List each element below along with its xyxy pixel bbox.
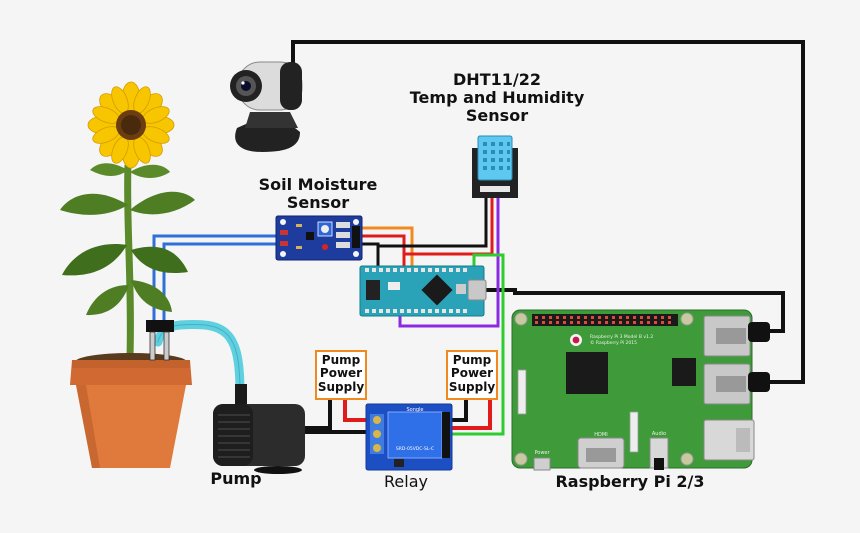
ps-left-black-wire [304,396,332,430]
relay-model-text: SRD-05VDC-SL-C [396,446,434,452]
soil-probe [146,320,174,361]
relay-brand-text: Songle [406,407,423,413]
arduino-nano [359,265,487,317]
sunflower-pot [60,81,195,468]
soil-red-wire [358,234,406,274]
webcam-usb-cable [291,40,805,384]
rpi-hdmi-text: HDMI [594,432,607,438]
dht-label: DHT11/22 Temp and Humidity Sensor [388,71,606,125]
dht-label-line3: Sensor [465,105,529,125]
power-supply-right-line1: Pump [452,353,492,367]
arduino-usb-cable [480,288,785,333]
soil-black-wire [358,242,380,270]
ps-right-red-wire [450,396,492,430]
relay-signal-wire [450,253,505,436]
dht-label-line2: Temp and Humidity [409,87,585,107]
dht-black-wire [376,196,488,248]
soil-probe-wire-2 [162,242,280,322]
relay-label: Relay [370,473,442,491]
ps-left-red-wire [343,396,370,422]
dht-sensor [472,135,518,198]
dht-label-line1: DHT11/22 [453,70,541,89]
power-supply-right-line2: Power [450,366,494,381]
relay-label-text: Relay [384,472,428,491]
soil-sensor-label-line2: Sensor [286,192,350,212]
rpi-audio-text: Audio [652,431,666,437]
soil-sensor-label: Soil Moisture Sensor [244,176,392,212]
soil-orange-wire [358,226,414,272]
soil-sensor-label-line1: Soil Moisture [258,175,378,194]
power-supply-right-line3: Supply [448,379,496,394]
soil-moisture-board [275,215,363,261]
soil-probe-wire-1 [152,234,280,322]
raspberry-pi-label-text: Raspberry Pi 2/3 [555,472,705,491]
ps-right-black-wire [450,396,468,422]
rpi-model-text: Raspberry Pi 3 Model B v1.2 [590,334,653,340]
water-pump [213,384,305,474]
pump-label: Pump [200,470,272,488]
raspberry-pi-board: Raspberry Pi 3 Model B v1.2 © Raspberry … [511,309,770,471]
power-supply-left-line3: Supply [317,379,365,394]
power-supply-left-line1: Pump [321,353,361,367]
pump-label-text: Pump [210,469,262,488]
raspberry-logo-icon [570,334,582,346]
webcam [230,61,303,152]
relay-module: Songle SRD-05VDC-SL-C [365,403,453,471]
power-supply-left: Pump Power Supply [315,350,367,400]
wires [152,40,805,436]
rpi-copyright-text: © Raspberry Pi 2015 [590,339,637,346]
rpi-power-text: Power [534,450,550,456]
raspberry-pi-label: Raspberry Pi 2/3 [520,473,740,491]
power-supply-right: Pump Power Supply [446,350,498,400]
power-supply-left-line2: Power [319,366,363,381]
